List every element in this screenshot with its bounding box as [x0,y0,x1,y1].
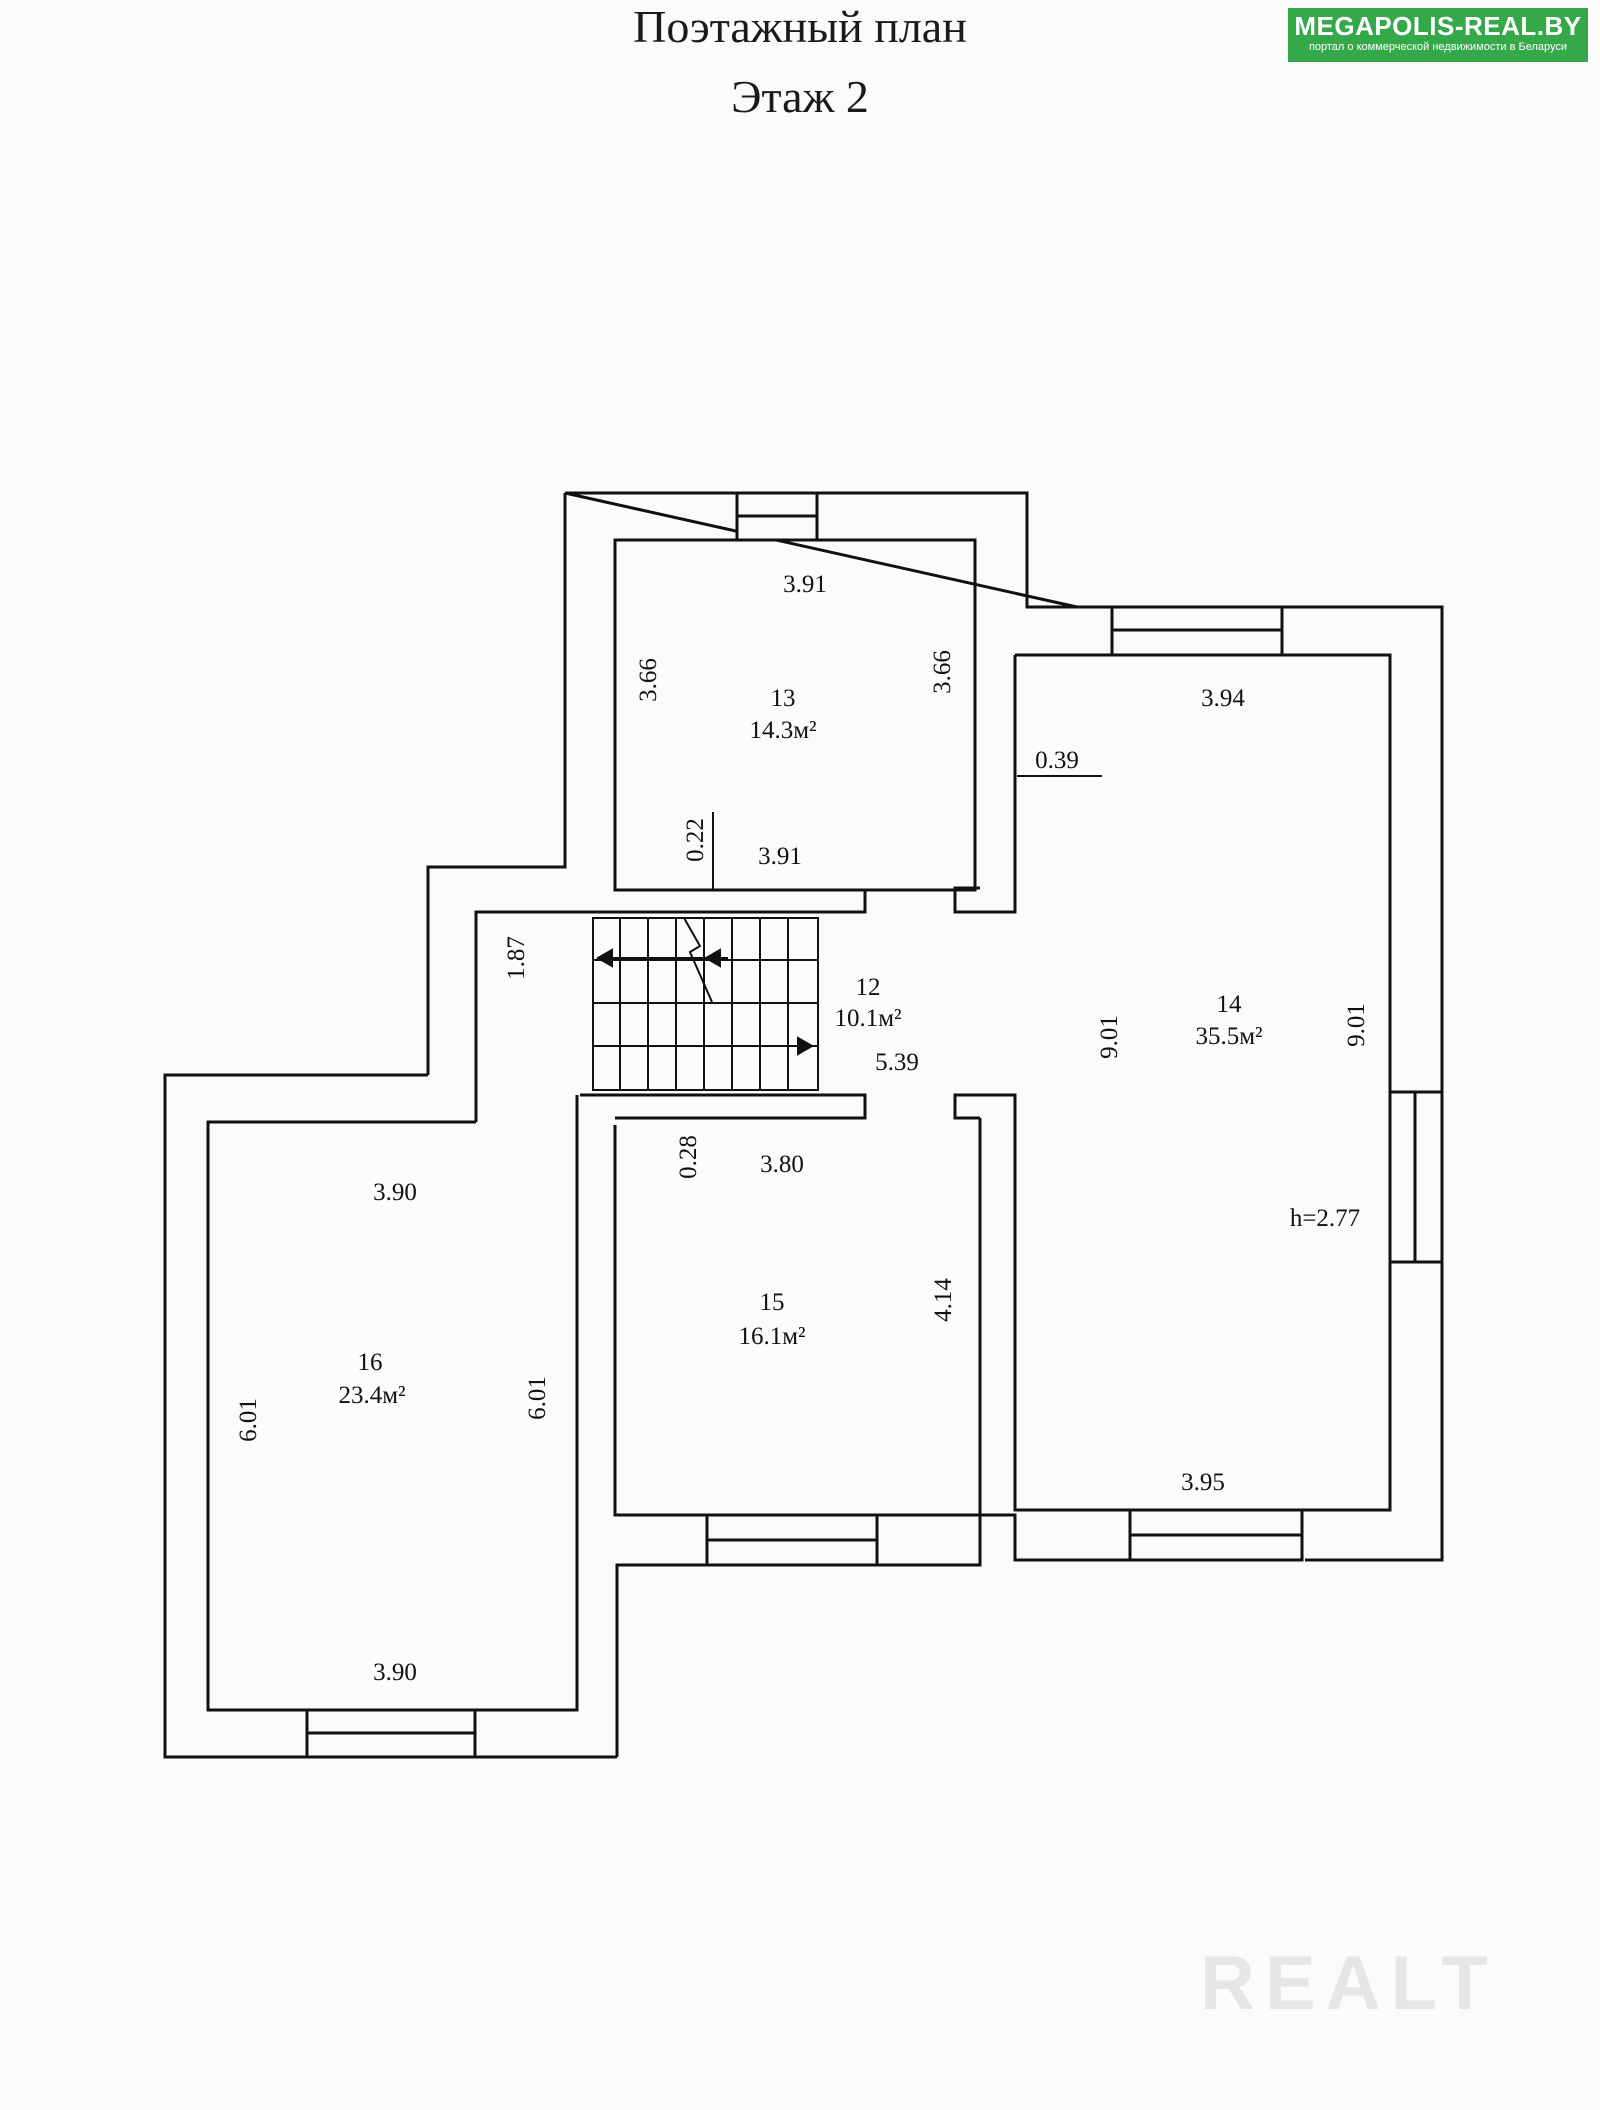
dim-r14-right: 9.01 [1343,1003,1370,1047]
watermark-logo: REALT [1200,1941,1498,2026]
dim-r12-length: 5.39 [875,1049,919,1076]
room-13-number: 13 [771,685,796,712]
site-badge[interactable]: MEGAPOLIS-REAL.BY портал о коммерческой … [1288,8,1588,62]
room-12-number: 12 [856,974,881,1001]
dim-r16-top: 3.90 [373,1179,417,1206]
wall-outer-south-r14 [980,1513,1130,1562]
room-15-number: 15 [760,1289,785,1316]
room-15-area: 16.1м² [738,1323,805,1350]
dim-r12-left: 1.87 [503,936,530,980]
dim-r16-right: 6.01 [524,1376,551,1420]
room-16-area: 23.4м² [338,1382,405,1409]
wall-inner-r14 [953,653,1392,1512]
wall-outer-south-mid [615,1515,982,1757]
room-16-outline [206,1095,579,1712]
dim-r13-wall: 0.22 [682,818,709,862]
wall-r12-west [474,910,595,1122]
dim-r14-height: h=2.77 [1290,1205,1360,1232]
badge-tagline: портал о коммерческой недвижимости в Бел… [1308,41,1568,53]
room-16-number: 16 [358,1349,383,1376]
room-13-area: 14.3м² [749,717,816,744]
floor-title: Этаж 2 [731,71,869,122]
dim-r14-bottom: 3.95 [1181,1469,1225,1496]
dim-r14-offset: 0.39 [1035,747,1079,774]
dim-r15-wall: 0.28 [675,1135,702,1179]
room-14-number: 14 [1217,991,1243,1018]
wall-outer-r14 [1027,605,1444,1562]
dim-r16-bottom: 3.90 [373,1659,417,1686]
dim-r13-left: 3.66 [635,658,662,702]
room-14-area: 35.5м² [1195,1023,1262,1050]
wall-outer-west-upper [426,493,567,1075]
badge-name: MEGAPOLIS-REAL.BY [1294,11,1582,41]
dim-r15-top: 3.80 [760,1151,804,1178]
dim-r13-bottom: 3.91 [758,843,802,870]
staircase [592,917,819,1091]
wall-r15-top [580,1093,867,1120]
dim-r14-left: 9.01 [1096,1015,1123,1059]
dim-r15-right: 4.14 [930,1278,957,1322]
wall-r14-west-upper [953,655,1017,914]
dim-r13-top: 3.91 [783,571,827,598]
room-12-area: 10.1м² [834,1005,901,1032]
dim-r14-top: 3.94 [1201,685,1245,712]
page-title: Поэтажный план [633,1,967,52]
dim-r16-left: 6.01 [235,1398,262,1442]
wall-r12-top [595,888,867,914]
dim-r13-right: 3.66 [929,650,956,694]
